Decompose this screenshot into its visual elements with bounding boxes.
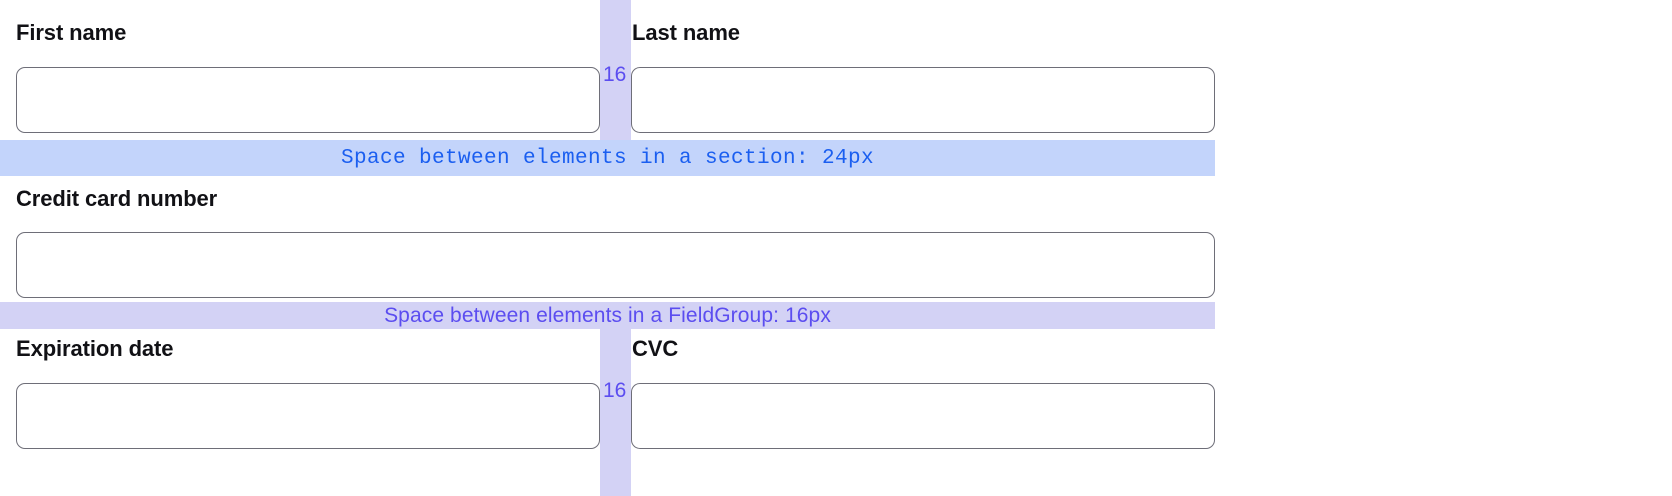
spacing-band-fieldgroup: Space between elements in a FieldGroup: … bbox=[0, 302, 1215, 329]
gutter-value-name-row: 16 bbox=[603, 63, 627, 86]
gutter-strip-card-row bbox=[600, 329, 631, 496]
field-label-last-name: Last name bbox=[632, 20, 740, 45]
input-credit-card-number[interactable] bbox=[16, 232, 1215, 298]
gutter-value-card-row: 16 bbox=[603, 379, 627, 402]
input-last-name[interactable] bbox=[631, 67, 1215, 133]
gutter-strip-name-row bbox=[600, 0, 631, 140]
spacing-band-fieldgroup-label: Space between elements in a FieldGroup: … bbox=[384, 303, 831, 327]
field-label-first-name: First name bbox=[16, 20, 127, 45]
field-label-credit-card-number: Credit card number bbox=[16, 186, 218, 211]
spacing-band-section: Space between elements in a section: 24p… bbox=[0, 140, 1215, 176]
input-first-name[interactable] bbox=[16, 67, 600, 133]
input-cvc[interactable] bbox=[631, 383, 1215, 449]
field-label-cvc: CVC bbox=[632, 336, 679, 361]
spacing-band-section-label: Space between elements in a section: 24p… bbox=[340, 146, 875, 170]
input-expiration-date[interactable] bbox=[16, 383, 600, 449]
field-label-expiration-date: Expiration date bbox=[16, 336, 174, 361]
